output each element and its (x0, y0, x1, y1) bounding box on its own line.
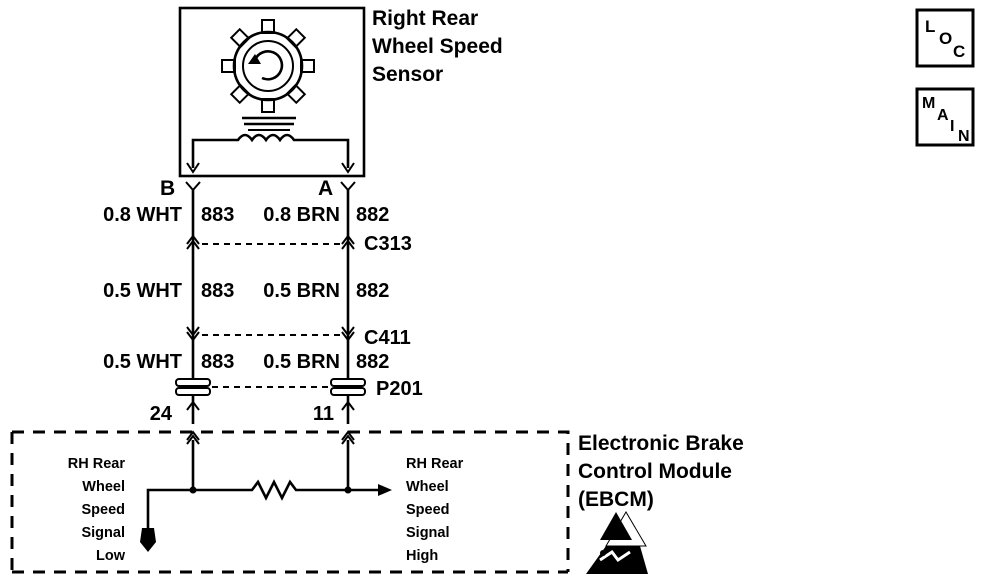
signal-low-line-2: Wheel (82, 479, 125, 495)
signal-high-line-3: Speed (406, 502, 450, 518)
connector-p201-label: P201 (376, 378, 423, 400)
connector-c411-label: C411 (364, 327, 411, 349)
connector-c411 (186, 326, 355, 342)
connector-c313 (186, 234, 355, 250)
signal-high-line-2: Wheel (406, 479, 449, 495)
pickup-coil-icon (186, 116, 355, 174)
signal-arrow-icon (378, 484, 392, 496)
terminal-b-label: B (160, 177, 175, 200)
ebcm-title-line-1: Electronic Brake (578, 432, 744, 455)
esd-warning-icon (586, 511, 648, 574)
sensor-title-line-2: Wheel Speed (372, 35, 503, 58)
wheel-speed-sensor: Right Rear Wheel Speed Sensor (178, 6, 503, 178)
main-letter-a: A (937, 107, 949, 124)
ebcm-module: Electronic Brake Control Module (EBCM) (10, 430, 744, 574)
wire-882-row3-circuit: 882 (356, 351, 389, 373)
loc-letter-o: O (939, 29, 952, 48)
signal-low-line-3: Speed (81, 502, 125, 518)
wire-882-row2-label: 0.5 BRN (263, 280, 340, 302)
signal-high-label: RH Rear Wheel Speed Signal High (406, 456, 464, 564)
signal-low-line-5: Low (96, 548, 126, 564)
connector-p201 (175, 378, 366, 396)
module-connector-pins (186, 400, 355, 445)
wire-883-row1-circuit: 883 (201, 204, 234, 226)
wire-882-row1-label: 0.8 BRN (263, 204, 340, 226)
wire-883-row3-circuit: 883 (201, 351, 234, 373)
signal-high-line-5: High (406, 548, 438, 564)
pin-24-label: 24 (150, 403, 173, 425)
tone-wheel-icon (221, 19, 315, 113)
main-letter-n: N (958, 128, 970, 145)
signal-low-label: RH Rear Wheel Speed Signal Low (68, 456, 126, 564)
signal-high-line-4: Signal (406, 525, 450, 541)
ebcm-title-line-3: (EBCM) (578, 488, 654, 511)
main-letter-m: M (922, 95, 935, 112)
signal-low-line-1: RH Rear (68, 456, 126, 472)
signal-high-line-1: RH Rear (406, 456, 464, 472)
main-letter-i: I (950, 118, 954, 135)
wire-883-row1-label: 0.8 WHT (103, 204, 182, 226)
wire-883-row2-label: 0.5 WHT (103, 280, 182, 302)
location-button[interactable]: L O C (915, 8, 975, 68)
sensor-title-line-3: Sensor (372, 63, 443, 86)
sensor-box (178, 6, 366, 178)
wire-883-row3-label: 0.5 WHT (103, 351, 182, 373)
ground-symbol-icon (140, 528, 156, 552)
wire-882-row2-circuit: 882 (356, 280, 389, 302)
ebcm-title-line-2: Control Module (578, 460, 732, 483)
wire-882-row1-circuit: 882 (356, 204, 389, 226)
connector-c313-label: C313 (364, 233, 412, 255)
sensor-title-line-1: Right Rear (372, 7, 478, 30)
wire-882-row3-label: 0.5 BRN (263, 351, 340, 373)
pin-11-label: 11 (313, 403, 334, 425)
loc-letter-l: L (925, 17, 935, 36)
ebcm-internal-circuit (140, 440, 392, 552)
signal-low-line-4: Signal (81, 525, 125, 541)
loc-letter-c: C (953, 42, 965, 61)
wire-883-row2-circuit: 883 (201, 280, 234, 302)
main-button[interactable]: M A I N (915, 87, 975, 147)
terminal-a-label: A (318, 177, 333, 200)
